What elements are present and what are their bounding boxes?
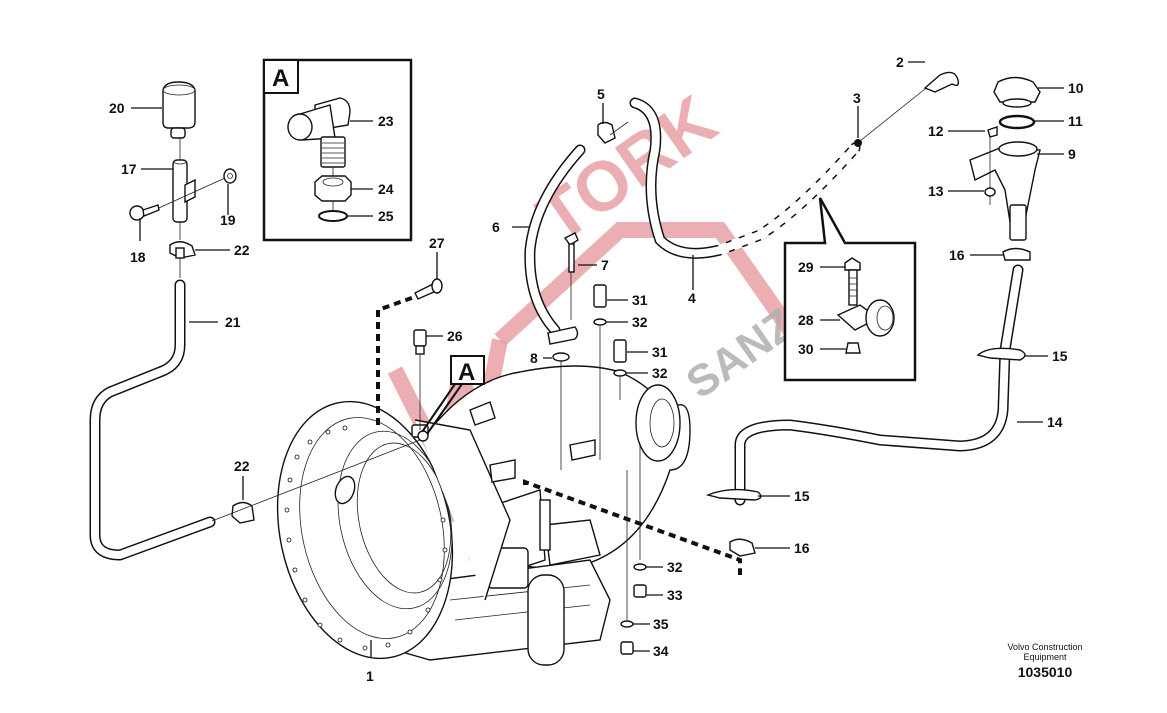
callout-15-lower: 15: [794, 488, 810, 504]
callout-3: 3: [853, 90, 861, 106]
callout-28: 28: [798, 312, 814, 328]
callout-16-top: 16: [949, 247, 965, 263]
callout-20: 20: [109, 100, 125, 116]
callout-10: 10: [1068, 80, 1084, 96]
callout-6: 6: [492, 219, 500, 235]
callout-11: 11: [1068, 113, 1083, 129]
callout-15-top: 15: [1052, 348, 1068, 364]
callout-22-lower: 22: [234, 458, 250, 474]
hose-routing-line: [523, 479, 742, 575]
callout-32-lower: 32: [667, 559, 683, 575]
oil-filler: [705, 76, 1041, 557]
callout-29: 29: [798, 259, 814, 275]
detail-marker-a: A: [417, 355, 485, 442]
callout-labels: 20 17 18 19 22 21 22 23 24 25 27 26 1 5 …: [109, 54, 1084, 684]
breather-routing-line: [376, 293, 421, 425]
callout-35: 35: [653, 616, 669, 632]
callout-34: 34: [653, 643, 669, 659]
bolt-27-head: [431, 278, 443, 294]
callout-5: 5: [597, 86, 605, 102]
inset-a: A: [262, 58, 413, 242]
callout-14: 14: [1047, 414, 1063, 430]
breather-assembly: [89, 81, 421, 561]
leader-lines: [131, 61, 1064, 658]
footer-brand-line1: Volvo Construction: [1007, 642, 1083, 652]
callout-2: 2: [896, 54, 904, 70]
callout-1: 1: [366, 668, 374, 684]
callout-27: 27: [429, 235, 445, 251]
hose-and-dipstick: [524, 71, 960, 470]
watermark-logo-swoosh: [494, 222, 797, 346]
callout-25: 25: [378, 208, 394, 224]
detail-marker-frame: [450, 355, 485, 385]
callout-32-top: 32: [632, 314, 648, 330]
callout-18: 18: [130, 249, 146, 265]
callout-16-lower: 16: [794, 540, 810, 556]
callout-23: 23: [378, 113, 394, 129]
callout-17: 17: [121, 161, 137, 177]
callout-31-mid: 31: [652, 344, 668, 360]
callout-21: 21: [225, 314, 241, 330]
callout-19: 19: [220, 212, 236, 228]
drawing-number: 1035010: [1017, 664, 1073, 680]
callout-9: 9: [1068, 146, 1076, 162]
callout-32-mid: 32: [652, 365, 668, 381]
callout-4: 4: [688, 290, 696, 306]
callout-26: 26: [447, 328, 463, 344]
inset-clamp: [783, 197, 917, 382]
footer-brand-line2: Equipment: [1023, 652, 1067, 662]
inset-a-letter: A: [272, 65, 289, 92]
detail-marker-letter: A: [458, 359, 475, 386]
callout-8: 8: [530, 350, 538, 366]
drain-plugs: [620, 445, 647, 655]
transmission-housing: [276, 365, 691, 666]
callout-30: 30: [798, 341, 814, 357]
inset-a-tag: [263, 59, 299, 94]
callout-12: 12: [928, 123, 944, 139]
callout-24: 24: [378, 181, 394, 197]
sensor-26: [413, 329, 427, 430]
callout-7: 7: [601, 257, 609, 273]
callout-22-top: 22: [234, 242, 250, 258]
callout-13: 13: [928, 183, 944, 199]
footer-brand: Volvo Construction Equipment: [990, 642, 1100, 662]
callout-31-top: 31: [632, 292, 648, 308]
callout-33: 33: [667, 587, 683, 603]
